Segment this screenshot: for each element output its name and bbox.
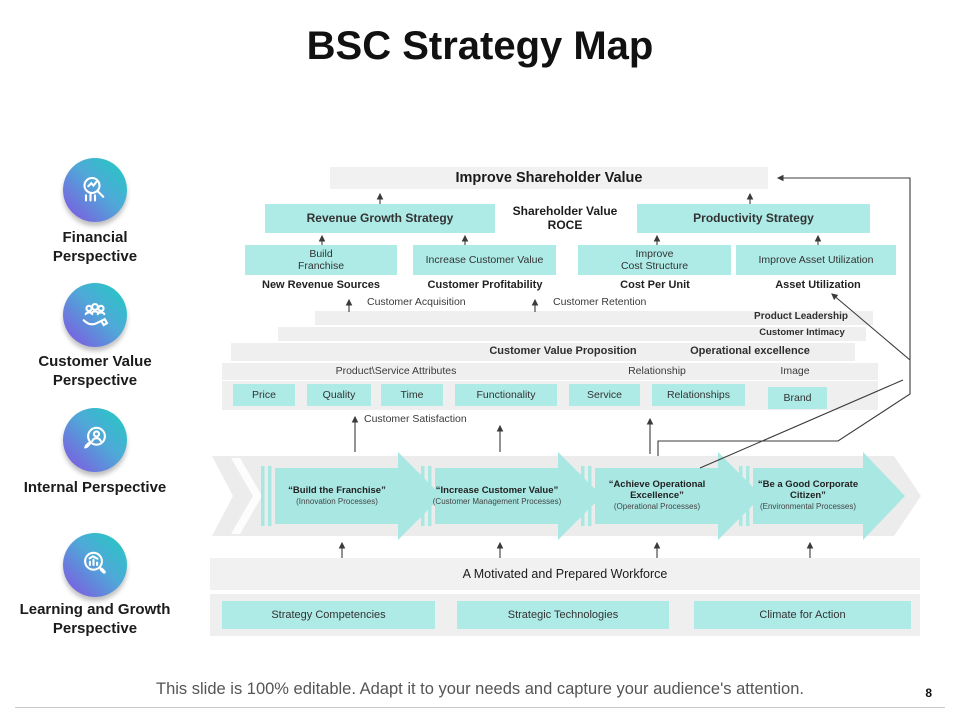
increase-customer-value-box: Increase Customer Value — [413, 245, 556, 275]
cost-per-unit-label: Cost Per Unit — [620, 279, 690, 291]
improve-asset-utilization-box: Improve Asset Utilization — [736, 245, 896, 275]
customer-intimacy-label: Customer Intimacy — [759, 327, 845, 338]
internal-perspective-badge — [63, 408, 127, 472]
climate-for-action-box: Climate for Action — [694, 601, 911, 629]
sidebar-item-learning-growth-perspective: Learning and Growth Perspective — [19, 601, 171, 637]
growth-magnifier-icon — [77, 547, 113, 583]
customer-profitability-label: Customer Profitability — [427, 279, 543, 291]
product-service-attributes-label: Product\Service Attributes — [335, 365, 457, 377]
customer-acquisition-label: Customer Acquisition — [367, 296, 466, 308]
process-arrow-subtitle: (Environmental Processes) — [759, 502, 857, 512]
product-leadership-label: Product Leadership — [754, 311, 848, 322]
customer-retention-label: Customer Retention — [553, 296, 647, 308]
person-magnifier-icon — [77, 422, 113, 458]
sidebar-item-financial-perspective: Financial Perspective — [52, 229, 138, 265]
process-arrow-title: “Achieve Operational Excellence” — [608, 479, 706, 502]
build-franchise-box: Build Franchise — [245, 245, 397, 275]
customer-value-proposition-label: Customer Value Proposition — [489, 345, 637, 357]
quality-box: Quality — [307, 384, 371, 406]
page-number: 8 — [925, 686, 932, 700]
process-arrow-operational-excellence: “Achieve Operational Excellence” (Operat… — [592, 470, 722, 522]
page-title: BSC Strategy Map — [306, 24, 654, 68]
strategy-competencies-box: Strategy Competencies — [222, 601, 435, 629]
new-revenue-sources-label: New Revenue Sources — [262, 279, 380, 291]
revenue-growth-strategy-box: Revenue Growth Strategy — [265, 204, 495, 233]
process-arrow-title: “Increase Customer Value” — [435, 484, 559, 496]
process-arrow-increase-customer-value: “Increase Customer Value” (Customer Mana… — [432, 470, 562, 522]
footer-text: This slide is 100% editable. Adapt it to… — [15, 680, 945, 708]
brand-box: Brand — [768, 387, 827, 409]
operational-excellence-label: Operational excellence — [690, 345, 810, 357]
improve-cost-structure-box: Improve Cost Structure — [578, 245, 731, 275]
time-box: Time — [381, 384, 443, 406]
learning-growth-perspective-badge — [63, 533, 127, 597]
customer-value-perspective-badge — [63, 283, 127, 347]
relationships-box: Relationships — [652, 384, 745, 406]
process-arrow-title: “Build the Franchise” — [288, 484, 386, 496]
asset-utilization-label: Asset Utilization — [775, 279, 861, 291]
shareholder-value-roce-label: Shareholder Value ROCE — [512, 203, 618, 232]
improve-shareholder-value-bar: Improve Shareholder Value — [330, 167, 768, 189]
process-arrow-corporate-citizen: “Be a Good Corporate Citizen” (Environme… — [748, 468, 868, 524]
process-arrow-subtitle: (Customer Management Processes) — [432, 496, 562, 506]
customers-hand-icon — [77, 297, 113, 333]
price-box: Price — [233, 384, 295, 406]
process-arrow-title: “Be a Good Corporate Citizen” — [757, 479, 859, 502]
workforce-bar: A Motivated and Prepared Workforce — [210, 558, 920, 590]
customer-satisfaction-label: Customer Satisfaction — [364, 413, 467, 425]
productivity-strategy-box: Productivity Strategy — [637, 204, 870, 233]
process-arrow-subtitle: (Operational Processes) — [613, 502, 701, 512]
finance-magnifier-icon — [77, 172, 113, 208]
functionality-box: Functionality — [455, 384, 557, 406]
process-arrow-subtitle: (Innovation Processes) — [296, 496, 378, 506]
strategic-technologies-box: Strategic Technologies — [457, 601, 669, 629]
process-arrow-build-franchise: “Build the Franchise” (Innovation Proces… — [272, 470, 402, 522]
financial-perspective-badge — [63, 158, 127, 222]
sidebar-item-customer-value-perspective: Customer Value Perspective — [38, 353, 152, 389]
image-label: Image — [780, 365, 810, 377]
sidebar-item-internal-perspective: Internal Perspective — [23, 479, 167, 496]
service-box: Service — [569, 384, 640, 406]
